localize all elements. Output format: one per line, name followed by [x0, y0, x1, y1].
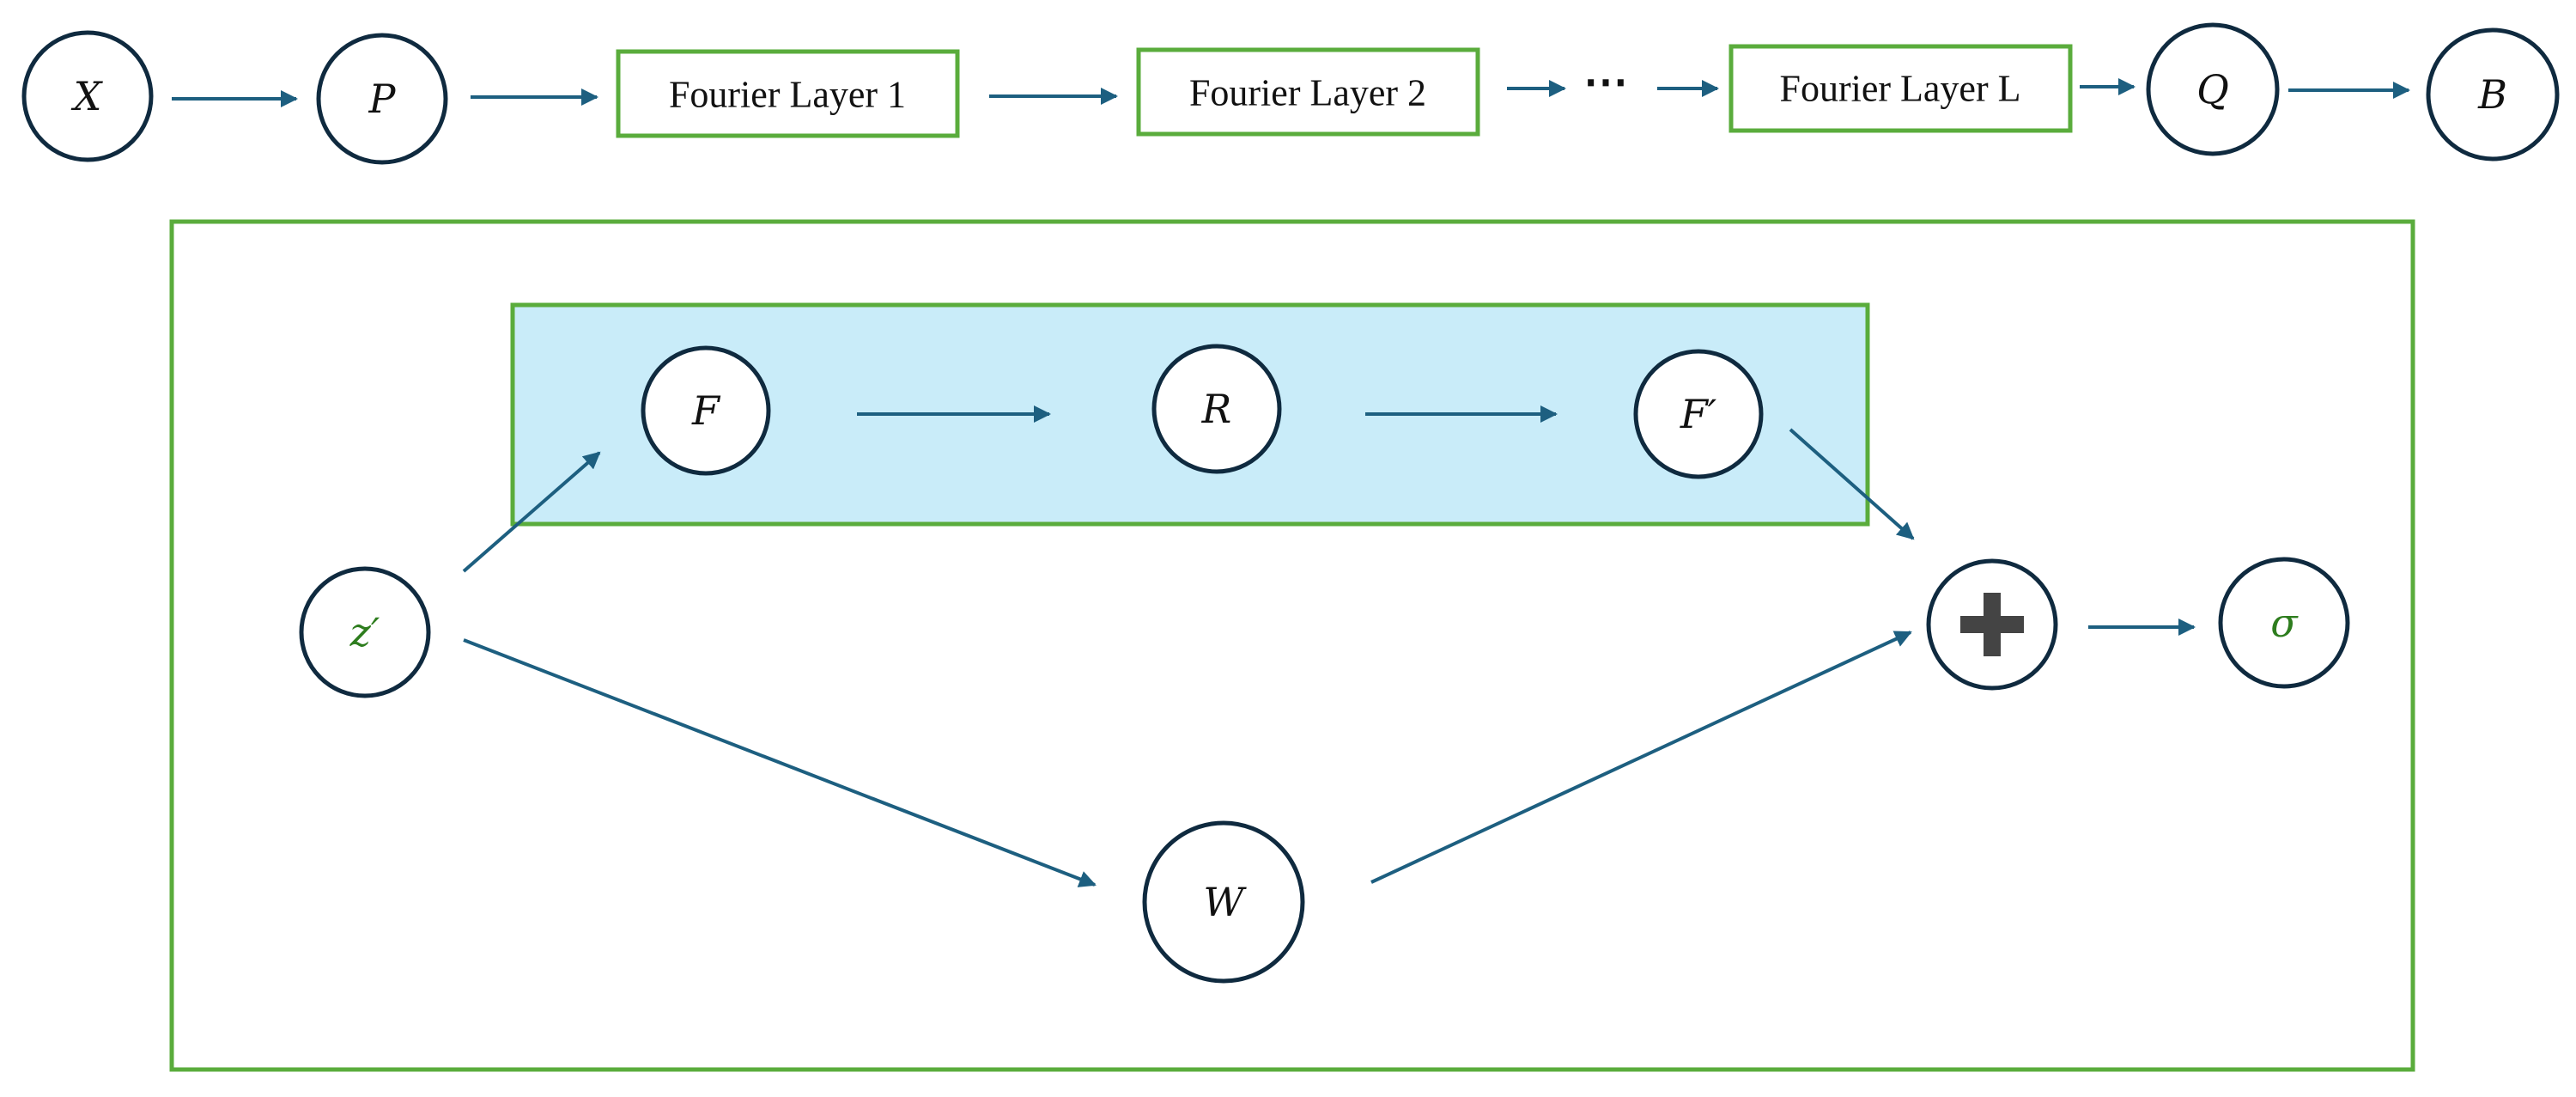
pipeline: X P Fourier Layer 1 Fourier Layer 2 ⋯ Fo… [21, 22, 2560, 165]
ellipsis: ⋯ [1583, 58, 1628, 107]
node-w: W [1142, 820, 1305, 984]
node-r: R [1151, 344, 1282, 474]
fourier-layer-frame [169, 219, 2415, 1072]
fourier-layer-1-box: Fourier Layer 1 [616, 49, 960, 138]
node-f: F [641, 345, 771, 476]
node-p-label: P [368, 76, 397, 122]
node-b-label: B [2477, 71, 2507, 118]
fourier-layer-l-box: Fourier Layer L [1728, 44, 2073, 133]
node-q-label: Q [2196, 66, 2229, 113]
fourier-layer-detail: F R F′ z′ W [169, 219, 2415, 1072]
node-x: X [21, 30, 154, 162]
edge-fprime-sum [1789, 428, 1915, 540]
node-z-prime-label: z′ [349, 609, 380, 655]
edge-z-f [462, 451, 601, 573]
node-z-prime: z′ [299, 566, 431, 698]
node-x-label: X [71, 73, 104, 119]
node-p: P [316, 33, 448, 165]
node-b: B [2426, 27, 2560, 162]
node-f-prime: F′ [1633, 349, 1764, 479]
node-sigma-label: σ [2270, 600, 2299, 646]
edge-z-w [463, 638, 1097, 887]
fourier-layer-2-box: Fourier Layer 2 [1136, 47, 1480, 137]
node-r-label: R [1201, 386, 1232, 432]
node-f-prime-label: F′ [1680, 391, 1717, 437]
edge-w-sum [1370, 631, 1912, 884]
fourier-layer-1-label: Fourier Layer 1 [669, 74, 906, 116]
plus-icon [1960, 593, 2024, 656]
node-q: Q [2146, 22, 2280, 156]
node-sum [1926, 558, 2058, 691]
node-f-label: F [691, 387, 721, 434]
node-sigma: σ [2218, 557, 2350, 689]
fourier-layer-l-label: Fourier Layer L [1780, 68, 2021, 110]
fourier-layer-2-label: Fourier Layer 2 [1189, 72, 1426, 114]
node-w-label: W [1203, 879, 1247, 925]
